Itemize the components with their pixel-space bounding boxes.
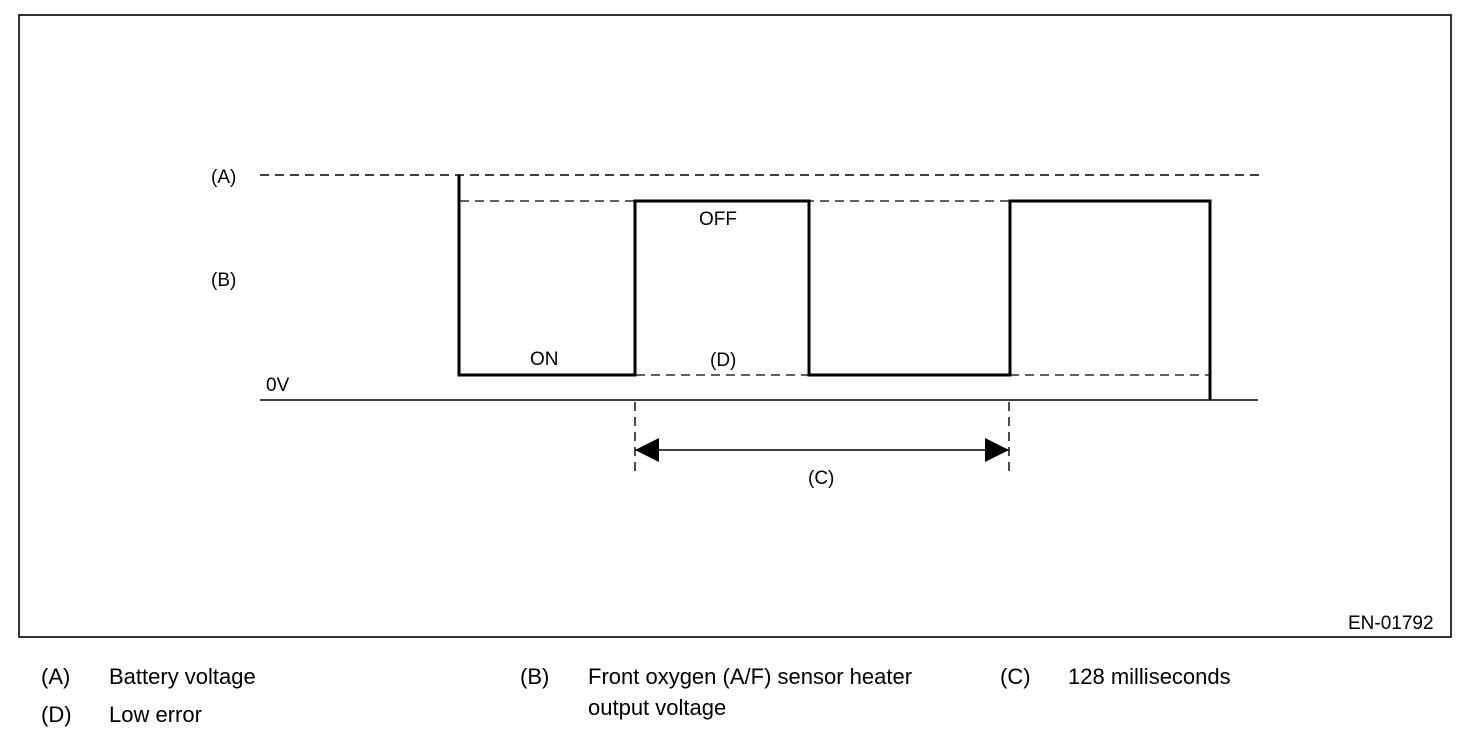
label-d: (D) [710, 350, 736, 371]
legend-text: Battery voltage [109, 664, 256, 689]
figure-id: EN-01792 [1348, 613, 1434, 634]
legend-key: (A) [41, 664, 71, 689]
label-a: (A) [211, 167, 236, 188]
label-c: (C) [808, 468, 834, 489]
diagram-border [18, 14, 1452, 638]
heater-output-waveform [457, 175, 1212, 400]
label-on: ON [530, 349, 559, 370]
legend-text: Low error [109, 702, 202, 727]
legend-key: (B) [520, 664, 550, 689]
label-b: (B) [211, 270, 236, 291]
legend-key: (D) [41, 702, 72, 727]
legend-text: output voltage [588, 695, 727, 720]
label-off: OFF [699, 209, 737, 230]
label-zero-volt: 0V [266, 375, 290, 396]
legend-text: 128 milliseconds [1068, 664, 1231, 689]
legend-key: (C) [1000, 664, 1031, 689]
legend-text: Front oxygen (A/F) sensor heater [588, 664, 913, 689]
